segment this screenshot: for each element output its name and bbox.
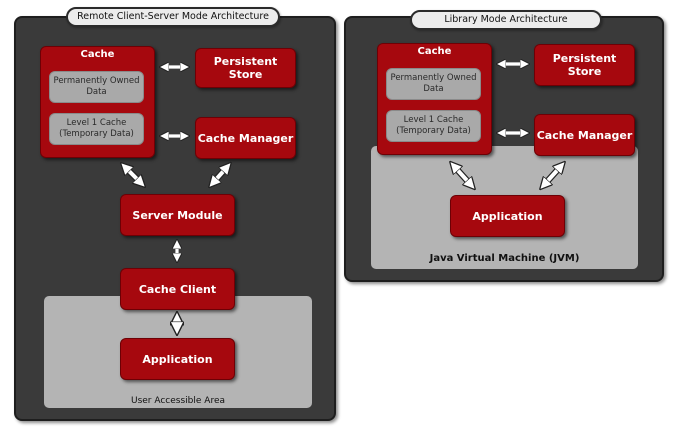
right-permanent-data: Permanently Owned Data bbox=[386, 68, 481, 100]
left-cache-box: Cache Permanently Owned Data Level 1 Cac… bbox=[40, 46, 155, 158]
left-persistent-store: Persistent Store bbox=[195, 48, 296, 88]
arrow-left-cache-server bbox=[124, 166, 142, 184]
arrow-right-manager-application bbox=[543, 165, 562, 186]
left-cache-title: Cache bbox=[80, 49, 115, 60]
user-accessible-area-label: User Accessible Area bbox=[130, 396, 225, 406]
arrow-right-cache-application bbox=[453, 165, 472, 186]
left-permanent-data: Permanently Owned Data bbox=[49, 71, 144, 103]
right-persistent-store: Persistent Store bbox=[534, 44, 635, 86]
right-cache-box: Cache Permanently Owned Data Level 1 Cac… bbox=[377, 43, 492, 155]
left-application: Application bbox=[120, 338, 235, 380]
right-application: Application bbox=[450, 195, 565, 237]
jvm-label: Java Virtual Machine (JVM) bbox=[429, 253, 580, 264]
right-cache-title: Cache bbox=[417, 46, 452, 57]
left-level1-cache: Level 1 Cache (Temporary Data) bbox=[49, 113, 144, 145]
left-cache-manager: Cache Manager bbox=[195, 117, 296, 159]
right-level1-cache: Level 1 Cache (Temporary Data) bbox=[386, 110, 481, 142]
server-module: Server Module bbox=[120, 194, 235, 236]
remote-client-server-title: Remote Client-Server Mode Architecture bbox=[66, 7, 280, 27]
cache-client: Cache Client bbox=[120, 268, 235, 310]
library-mode-title: Library Mode Architecture bbox=[410, 10, 602, 30]
arrow-left-manager-server bbox=[212, 166, 228, 184]
right-cache-manager: Cache Manager bbox=[534, 114, 635, 156]
